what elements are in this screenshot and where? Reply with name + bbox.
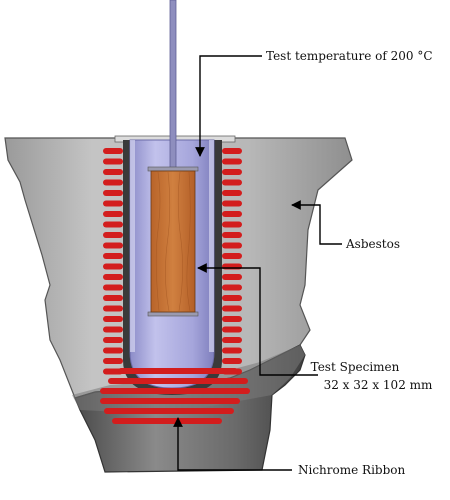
furnace-shadow bbox=[72, 345, 305, 412]
coil-turn-right bbox=[222, 316, 242, 322]
coil-turn-left bbox=[103, 158, 123, 165]
nichrome-leader bbox=[173, 417, 292, 471]
asbestos-leader bbox=[291, 200, 342, 245]
coil-turn-right bbox=[222, 232, 242, 238]
coil-turn-right bbox=[222, 347, 242, 354]
coil-turn-right bbox=[222, 295, 242, 301]
specimen-top-cap bbox=[147, 166, 199, 172]
coil-turn-left bbox=[103, 274, 123, 280]
nichrome-label: Nichrome Ribbon bbox=[298, 463, 406, 477]
coil-turn-left bbox=[103, 242, 123, 249]
coil-turn-left bbox=[103, 179, 123, 186]
coil-turn-left bbox=[103, 337, 123, 343]
coil-turn-right bbox=[222, 221, 242, 228]
coil-turn-left bbox=[103, 347, 123, 354]
asbestos-label: Asbestos bbox=[345, 237, 400, 251]
leader-lines bbox=[173, 55, 342, 471]
coil-turn-bottom bbox=[100, 398, 240, 404]
coil-turn-left bbox=[103, 358, 123, 364]
coil-turn-right bbox=[222, 337, 242, 343]
tube-wall-right bbox=[209, 140, 214, 352]
coil-turn-right bbox=[222, 169, 242, 175]
specimen-leader bbox=[197, 263, 318, 376]
coil-turn-left bbox=[103, 211, 123, 217]
coil-turn-right bbox=[222, 158, 242, 165]
coil-turn-left bbox=[103, 200, 123, 207]
coil-turn-left bbox=[103, 232, 123, 238]
coil-turn-left bbox=[103, 253, 123, 259]
temperature-leader bbox=[195, 55, 262, 157]
wood-grain bbox=[155, 171, 191, 312]
coil-turn-left bbox=[103, 326, 123, 333]
coil-turn-left bbox=[103, 169, 123, 175]
coil-turn-right bbox=[222, 284, 242, 291]
coil-turn-bottom bbox=[108, 378, 248, 384]
coil-turn-left bbox=[103, 316, 123, 322]
coil-turn-right bbox=[222, 358, 242, 364]
coil-turn-left bbox=[103, 190, 123, 196]
coil-turn-left bbox=[103, 148, 123, 154]
nichrome-coils bbox=[100, 148, 250, 424]
coil-turn-right bbox=[222, 274, 242, 280]
temperature-label: Test temperature of 200 °C bbox=[266, 49, 433, 63]
coil-turn-right bbox=[222, 326, 242, 333]
coil-turn-left bbox=[103, 295, 123, 301]
specimen-label-line2: 32 x 32 x 102 mm bbox=[324, 378, 433, 392]
tube-wall-left bbox=[130, 140, 135, 352]
coil-turn-right bbox=[222, 253, 242, 259]
coil-turn-bottom bbox=[112, 418, 222, 424]
coil-turn-right bbox=[222, 190, 242, 196]
coil-turn-left bbox=[103, 284, 123, 291]
coil-turn-bottom bbox=[100, 388, 250, 394]
coil-turn-bottom bbox=[118, 368, 238, 374]
thermocouple-rod bbox=[169, 0, 177, 169]
specimen-label-line1: Test Specimen bbox=[311, 360, 400, 374]
coil-turn-right bbox=[222, 305, 242, 312]
specimen-bottom-cap bbox=[147, 311, 199, 317]
coil-turn-right bbox=[222, 242, 242, 249]
coil-turn-right bbox=[222, 179, 242, 186]
coil-turn-left bbox=[103, 263, 123, 270]
coil-turn-right bbox=[222, 148, 242, 154]
coil-turn-right bbox=[222, 200, 242, 207]
coil-turn-left bbox=[103, 368, 123, 375]
coil-turn-bottom bbox=[104, 408, 234, 414]
coil-turn-left bbox=[103, 221, 123, 228]
test-specimen bbox=[150, 170, 196, 313]
coil-turn-right bbox=[222, 211, 242, 217]
coil-turn-left bbox=[103, 305, 123, 312]
